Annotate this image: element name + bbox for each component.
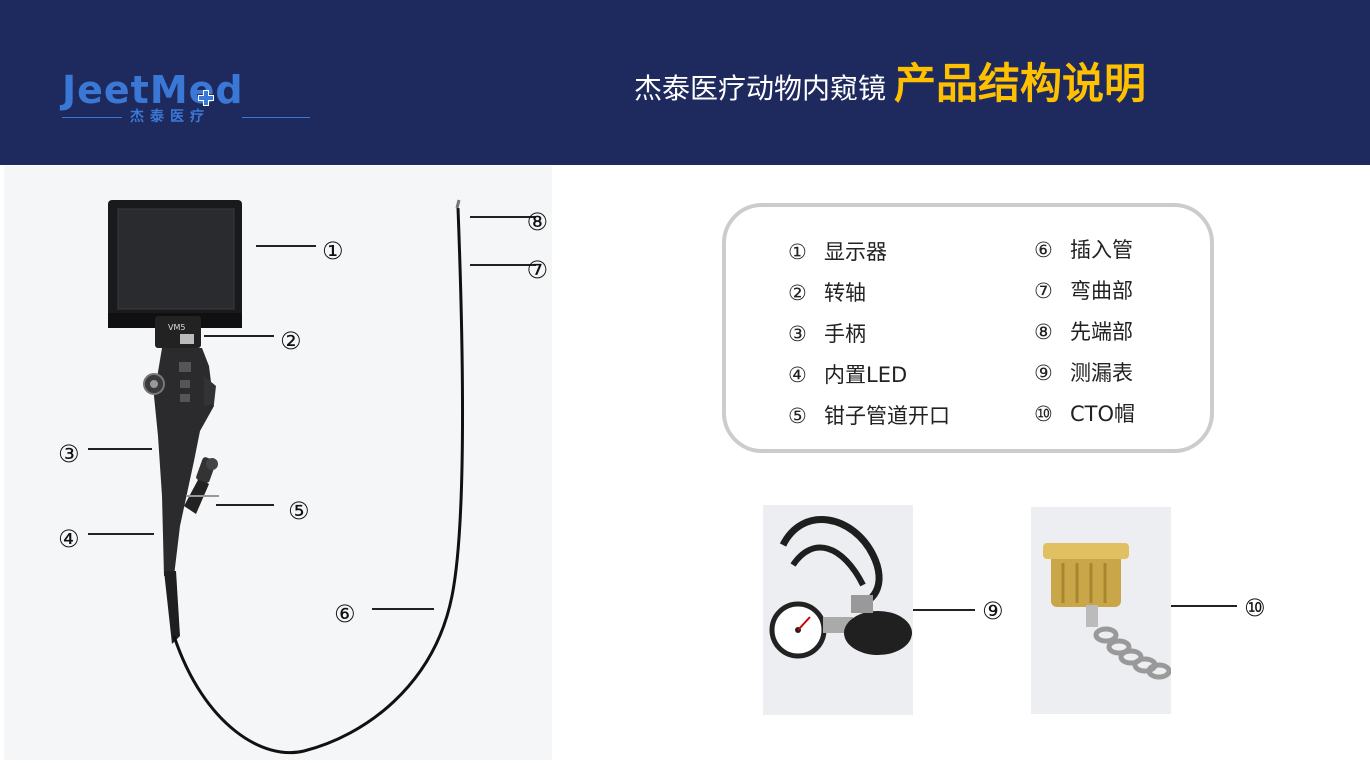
callout-2: ② [280, 327, 302, 355]
legend-item-label: 先端部 [1070, 320, 1133, 344]
legend-item-number: ⑤ [788, 404, 807, 428]
insertion-taper-shape [164, 571, 180, 644]
legend-item: ③ 手柄 [788, 321, 866, 347]
endoscope-photo-panel: VM5 [4, 166, 552, 760]
callout-7: ⑦ [526, 256, 548, 284]
legend-item-number: ⑩ [1034, 402, 1053, 426]
medical-cross-icon [198, 90, 214, 106]
legend-item-label: 手柄 [824, 322, 866, 346]
callout-1: ① [322, 237, 344, 265]
legend-item-label: CTO帽 [1070, 402, 1136, 426]
callout-8: ⑧ [526, 208, 548, 236]
page-title-main: 杰泰医疗动物内窥镜 [634, 72, 887, 105]
legend-item-label: 显示器 [824, 240, 887, 264]
legend-item-number: ⑥ [1034, 238, 1053, 262]
handle-shape [143, 348, 216, 576]
endoscope-illustration: VM5 [58, 199, 548, 755]
leak-tester-gauge-icon [769, 516, 912, 659]
callout-5: ⑤ [288, 497, 310, 525]
legend-item-label: 钳子管道开口 [824, 404, 950, 428]
legend-item: ⑦ 弯曲部 [1034, 278, 1133, 304]
legend-item-label: 弯曲部 [1070, 279, 1133, 303]
rotation-shaft-shape: VM5 [155, 316, 201, 348]
legend-item: ⑨ 测漏表 [1034, 360, 1133, 386]
leak-tester-photo [763, 505, 913, 715]
page-title-accent: 产品结构说明 [894, 59, 1147, 108]
callout-3: ③ [58, 440, 80, 468]
jeetmed-logo: JeetMed 杰泰医疗 [62, 70, 322, 130]
callout-lines [88, 216, 536, 610]
header-banner: JeetMed 杰泰医疗 杰泰医疗动物内窥镜产品结构说明 [0, 0, 1370, 165]
parts-legend: ① 显示器 ② 转轴 ③ 手柄 ④ 内置LED ⑤ 钳子管道开口 ⑥ 插入管 ⑦ 弯曲部 ⑧ 先端部 ⑨ 测漏表 ⑩… [722, 203, 1214, 453]
legend-item-number: ④ [788, 363, 807, 387]
callout-line-10 [1171, 605, 1237, 607]
legend-item-number: ② [788, 281, 807, 305]
legend-item: ⑥ 插入管 [1034, 237, 1133, 263]
legend-item-number: ⑦ [1034, 279, 1053, 303]
legend-item: ⑧ 先端部 [1034, 319, 1133, 345]
callout-9: ⑨ [982, 597, 1004, 625]
legend-item: ④ 内置LED [788, 362, 907, 388]
callout-4: ④ [58, 525, 80, 553]
callout-10: ⑩ [1244, 594, 1266, 622]
cto-cap-photo [1031, 507, 1171, 714]
logo-subline: 杰泰医疗 [62, 108, 312, 126]
legend-item: ① 显示器 [788, 239, 887, 265]
legend-item: ⑩ CTO帽 [1034, 401, 1135, 427]
logo-wordmark: JeetMed [62, 68, 244, 112]
logo-chinese-name: 杰泰医疗 [130, 109, 210, 125]
legend-item-label: 内置LED [824, 363, 908, 387]
legend-item: ② 转轴 [788, 280, 866, 306]
legend-item: ⑤ 钳子管道开口 [788, 403, 950, 429]
callout-line-9 [913, 609, 975, 611]
legend-item-number: ⑨ [1034, 361, 1053, 385]
legend-item-label: 测漏表 [1070, 361, 1133, 385]
insertion-tube-shape [172, 207, 465, 755]
device-model-marking: VM5 [168, 323, 185, 332]
cto-cap-icon [1043, 543, 1171, 680]
forceps-port-shape [184, 457, 219, 514]
callout-6: ⑥ [334, 600, 356, 628]
legend-item-label: 插入管 [1070, 238, 1133, 262]
legend-item-number: ⑧ [1034, 320, 1053, 344]
legend-item-number: ③ [788, 322, 807, 346]
monitor-shape [108, 200, 242, 328]
legend-item-number: ① [788, 240, 807, 264]
page-title: 杰泰医疗动物内窥镜产品结构说明 [634, 50, 1146, 110]
legend-item-label: 转轴 [824, 281, 866, 305]
